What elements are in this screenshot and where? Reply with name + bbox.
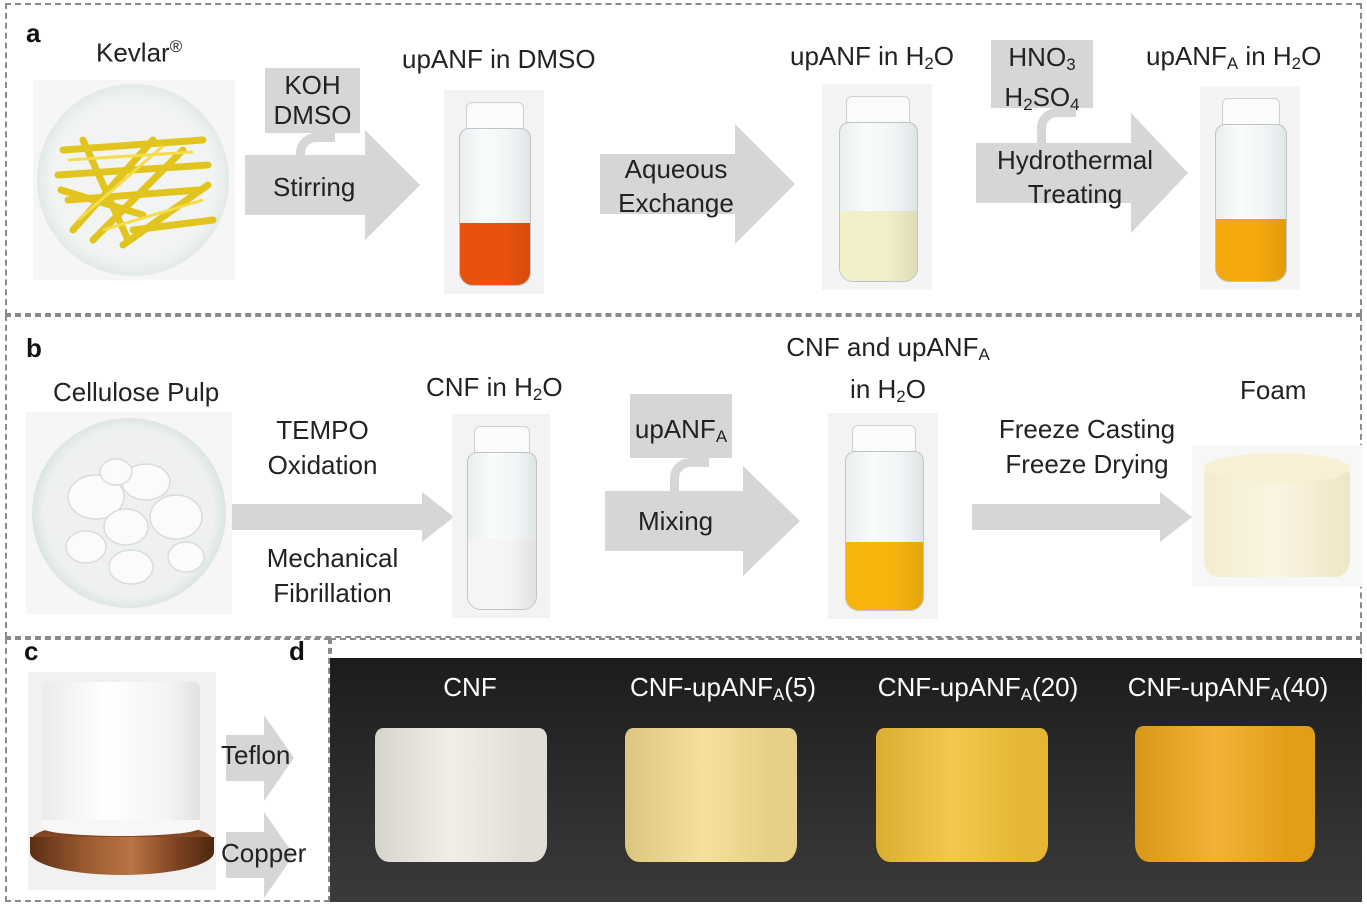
setup-photo [28, 672, 216, 890]
step-stirring: Stirring [273, 172, 356, 202]
vial-cnf-upanfa [828, 413, 938, 619]
sample-label-20: CNF-upANFA(20) [877, 672, 1079, 705]
panel-d-label: d [289, 636, 305, 666]
reagent-upanfa-text: upANFA [634, 414, 728, 447]
vial-cnf-h2o [452, 414, 550, 618]
vial-upanf-dmso [444, 90, 544, 294]
arrow-hydrothermal [976, 113, 1188, 233]
cnf-vial-label: CNF in H2O [426, 372, 563, 405]
vial-upanfa-h2o [1200, 86, 1300, 290]
mix-vial-label: CNF and upANFA in H2O [786, 332, 990, 407]
foam-sample-20 [876, 728, 1048, 862]
kevlar-label: Kevlar® [96, 37, 183, 68]
foam-sample-40 [1135, 726, 1315, 862]
reagent-acids [991, 40, 1093, 108]
copper-label: Copper [221, 838, 307, 868]
arrow-freeze [972, 492, 1192, 542]
foam-label: Foam [1240, 375, 1307, 405]
foam-photo [1192, 445, 1362, 587]
foam-sample-5 [625, 728, 797, 862]
reagent-acids-text: HNO3 H2SO4 [1004, 42, 1080, 115]
arrow-tempo [232, 492, 454, 542]
foam-sample-cnf [375, 728, 547, 862]
teflon-label: Teflon [221, 740, 291, 770]
vial3-label: upANFA in H2O [1146, 41, 1322, 74]
sample-label-40: CNF-upANFA(40) [1127, 672, 1329, 705]
panel-b-label: b [26, 333, 42, 363]
kevlar-photo [33, 80, 235, 280]
vial2-label: upANF in H2O [790, 41, 955, 74]
sample-label-5: CNF-upANFA(5) [629, 672, 817, 705]
vial-upanf-h2o [822, 84, 932, 290]
pulp-label: Cellulose Pulp [53, 377, 220, 407]
step-mixing: Mixing [638, 506, 714, 536]
arrow-teflon [226, 715, 294, 801]
reagent-upanfa [630, 394, 732, 458]
reagent-koh-dmso [265, 68, 360, 133]
cellulose-photo [26, 412, 232, 614]
panel-c-label: c [24, 636, 39, 666]
vial1-label: upANF in DMSO [402, 44, 596, 74]
panel-a-label: a [26, 18, 41, 48]
sample-label-cnf: CNF [443, 672, 497, 702]
panel-a [5, 3, 1362, 315]
pulp-clumps-icon [65, 458, 205, 585]
arrow-copper [226, 812, 294, 898]
arrow-aqueous-exchange [600, 124, 795, 244]
arrow-mixing [605, 466, 800, 576]
arrow-stirring [245, 130, 420, 240]
kevlar-fibers-icon [54, 136, 217, 249]
panel-c [5, 638, 330, 902]
